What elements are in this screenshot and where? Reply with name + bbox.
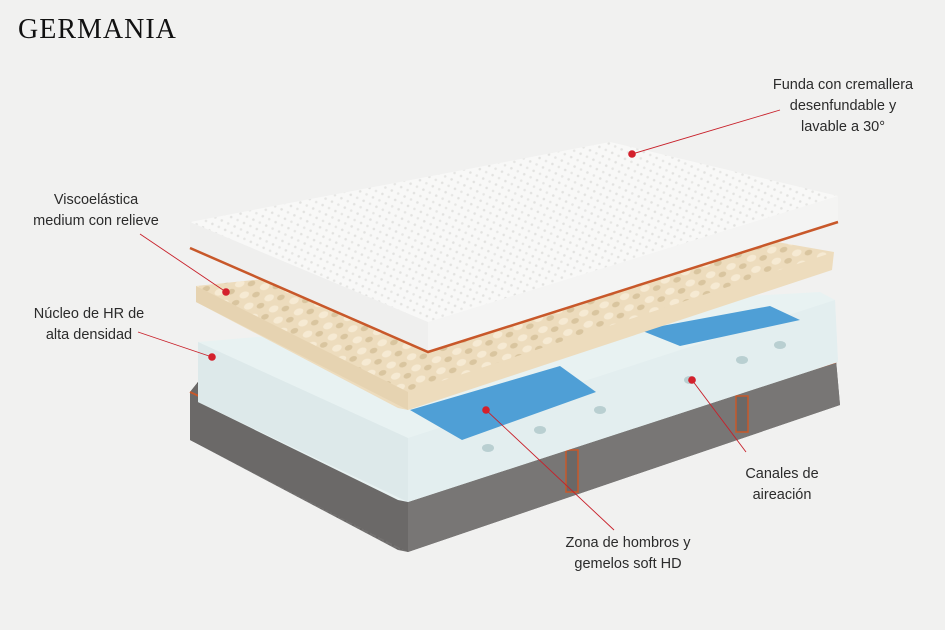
handle-left (565, 449, 579, 493)
shoulder-zone (410, 366, 596, 440)
brand-logo: GERMANIA (18, 14, 177, 45)
callout-channels-line-1: Canales de (745, 466, 819, 482)
calf-zone (640, 306, 800, 346)
cover-layer (189, 142, 839, 354)
callout-zones-line-2: gemelos soft HD (574, 556, 682, 572)
leader-lines (137, 109, 781, 531)
callout-cover-line-2: desenfundable y (789, 98, 897, 114)
callout-cover-line-1: Funda con cremallera (772, 77, 914, 93)
handle-right (735, 395, 749, 433)
callout-core-line-2: alta densidad (45, 327, 133, 343)
callout-core-line-1: Núcleo de HR de (33, 306, 145, 322)
callout-cover-line-3: lavable a 30° (801, 119, 885, 135)
marker-cover (628, 150, 636, 158)
callout-memory-foam-line-1: Viscoelástica (53, 192, 139, 208)
callout-zones-line-1: Zona de hombros y (565, 535, 691, 551)
callout-channels: Canales de aireación (722, 464, 842, 506)
marker-core (208, 353, 216, 361)
marker-zones (482, 406, 490, 414)
callout-zones: Zona de hombros y gemelos soft HD (548, 533, 708, 575)
callout-core: Núcleo de HR de alta densidad (14, 304, 164, 346)
marker-memory-foam (222, 288, 230, 296)
callout-memory-foam-line-2: medium con relieve (33, 213, 159, 229)
callout-memory-foam: Viscoelástica medium con relieve (16, 190, 176, 232)
callout-cover: Funda con cremallera desenfundable y lav… (748, 75, 938, 138)
marker-channels (688, 376, 696, 384)
callout-channels-line-2: aireación (752, 487, 812, 503)
